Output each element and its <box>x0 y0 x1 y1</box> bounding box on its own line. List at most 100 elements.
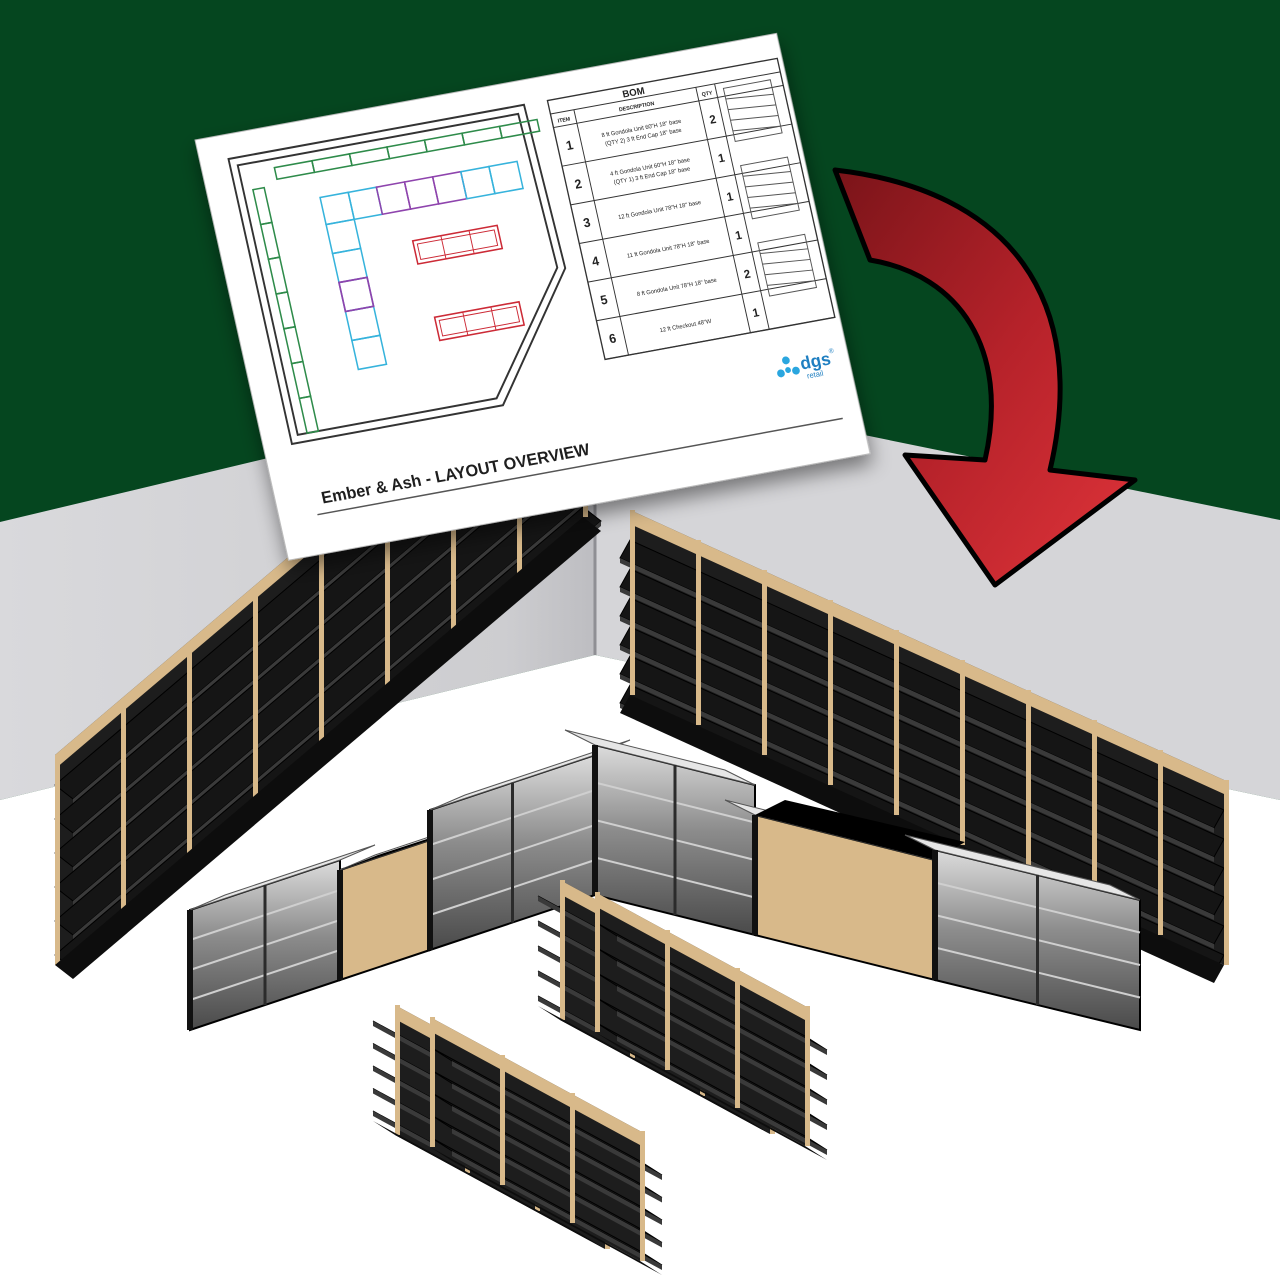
bom-item-number: 5 <box>599 293 609 308</box>
sheet-paper <box>194 32 871 561</box>
island-gondola-back-side-b-upright <box>595 892 600 1032</box>
left-wall-gondola-shelf-lip <box>73 419 601 872</box>
plan-island-divider <box>462 312 469 336</box>
bom-fixture-sketch <box>740 156 800 220</box>
bom-qty: 1 <box>751 306 761 320</box>
island-gondola-back-side-b-header <box>595 892 805 1020</box>
plan-fixture-blocks <box>252 118 541 435</box>
left-wall-gondola-upright <box>187 643 192 853</box>
left-showcase-2 <box>427 739 631 952</box>
island-gondola-front <box>372 1005 663 1275</box>
right-wall-gondola-upright <box>894 630 899 815</box>
plan-island-outline <box>433 300 526 342</box>
left-showcase-2-top <box>429 739 631 811</box>
island-gondola-front-side-b <box>429 1017 663 1275</box>
logo-mark: ® <box>828 347 835 356</box>
right-showcase-2-top <box>904 834 1141 901</box>
bom-sketch-frame <box>757 233 818 297</box>
island-gondola-front-side-b-base <box>430 1147 662 1275</box>
plan-island-divider <box>440 235 447 259</box>
left-wall-gondola-upright <box>319 531 324 741</box>
bom-sketch-shelf <box>728 104 776 111</box>
island-gondola-back-side-b <box>594 892 828 1160</box>
bom-item-number: 1 <box>565 138 575 153</box>
island-gondola-front-side-b-upright <box>500 1055 505 1185</box>
logo-sub: retail <box>806 369 825 381</box>
right-wall-gondola-shelf-lip <box>620 587 1214 862</box>
bom-qty: 2 <box>743 267 753 281</box>
bom-sketch-shelf <box>725 93 774 100</box>
plan-island-divider <box>490 306 497 331</box>
island-gondola-back <box>537 880 828 1160</box>
plan-island-inner <box>438 305 521 337</box>
left-wall-gondola-upright <box>55 755 60 965</box>
right-wall-gondola-upright <box>1092 720 1097 905</box>
bom-title: BOM <box>622 86 646 101</box>
bom-row-rule <box>561 123 792 167</box>
bom-sketch-shelf <box>764 269 813 276</box>
right-wall-gondola-upright <box>828 600 833 785</box>
plan-outline-inner <box>236 112 559 436</box>
bom-fixture-sketch <box>757 233 818 297</box>
bom-row-rule <box>579 200 810 244</box>
bom-sketch-shelf <box>767 280 816 286</box>
left-wall-gondola-base <box>55 517 601 979</box>
bom-item-number: 2 <box>573 177 583 192</box>
bom-rule <box>550 71 781 115</box>
island-gondola-front-side-b-header <box>430 1017 640 1145</box>
bom-qty: 1 <box>725 190 735 204</box>
bom-fixture-sketch <box>722 79 783 143</box>
right-wall-gondola-upright <box>696 540 701 725</box>
plan-island-divider <box>468 230 475 254</box>
right-wall-gondola-shelf-lip <box>620 616 1214 891</box>
plan-cyan-cell <box>487 160 524 195</box>
bom-row-rule <box>604 316 835 360</box>
right-counter-black-top <box>755 800 965 860</box>
right-wall-gondola-upright <box>1026 690 1031 875</box>
right-showcase-1 <box>564 729 756 937</box>
right-wall-gondola-header <box>630 510 1224 794</box>
plan-outline-outer <box>227 103 567 446</box>
island-gondola-front-side-b-upright <box>640 1131 645 1261</box>
plan-cyan-cell <box>350 334 388 371</box>
right-wall-gondola-upright <box>630 510 635 695</box>
bom-sketch-shelf <box>745 181 794 188</box>
bom-row-rule <box>596 278 827 322</box>
bom-sketch-shelf <box>742 171 791 177</box>
island-gondola-front-side-b-upright <box>570 1093 575 1223</box>
bom-item-number: 4 <box>591 254 601 269</box>
right-wall-gondola-upright <box>1224 780 1229 965</box>
island-gondola-back-side-a-base <box>538 1006 770 1134</box>
island-gondola-back-side-a-upright <box>560 880 565 1020</box>
bom-column-rule <box>714 83 770 330</box>
left-wall-gondola-upright <box>121 699 126 909</box>
bom-column-rule <box>695 87 751 333</box>
bom-row-rule <box>570 162 801 206</box>
dgs-logo-icon <box>777 356 800 378</box>
right-showcase-1-top <box>564 729 756 786</box>
bom-sketch-frame <box>722 79 783 143</box>
island-gondola-front-side-b-upright <box>430 1017 435 1147</box>
plan-island-inner <box>416 229 499 261</box>
bom-qty: 1 <box>717 151 727 165</box>
island-gondola-back-side-b-upright <box>665 930 670 1070</box>
plan-purple-cell <box>337 276 375 313</box>
left-showcase-1-top <box>189 844 376 911</box>
island-gondola-back-side-b-base <box>595 1032 827 1160</box>
floor-plan <box>227 103 567 446</box>
bom-sketch-shelf <box>762 258 811 265</box>
right-wall-gondola-shelf-lip <box>620 645 1214 920</box>
plan-left-wall-cell <box>298 395 320 435</box>
bom-sketch-frame <box>740 156 800 220</box>
sheet-rule-line <box>317 417 843 516</box>
bom-row-rule <box>587 239 818 283</box>
bom-qty: 1 <box>734 229 744 243</box>
bom-column-header: ITEM <box>557 116 571 124</box>
right-showcase-2 <box>904 834 1141 1032</box>
left-showcase-1 <box>187 844 376 1032</box>
bom-column-rule <box>573 109 629 356</box>
bom-item-number: 3 <box>582 215 592 230</box>
bom-rule <box>553 84 784 129</box>
